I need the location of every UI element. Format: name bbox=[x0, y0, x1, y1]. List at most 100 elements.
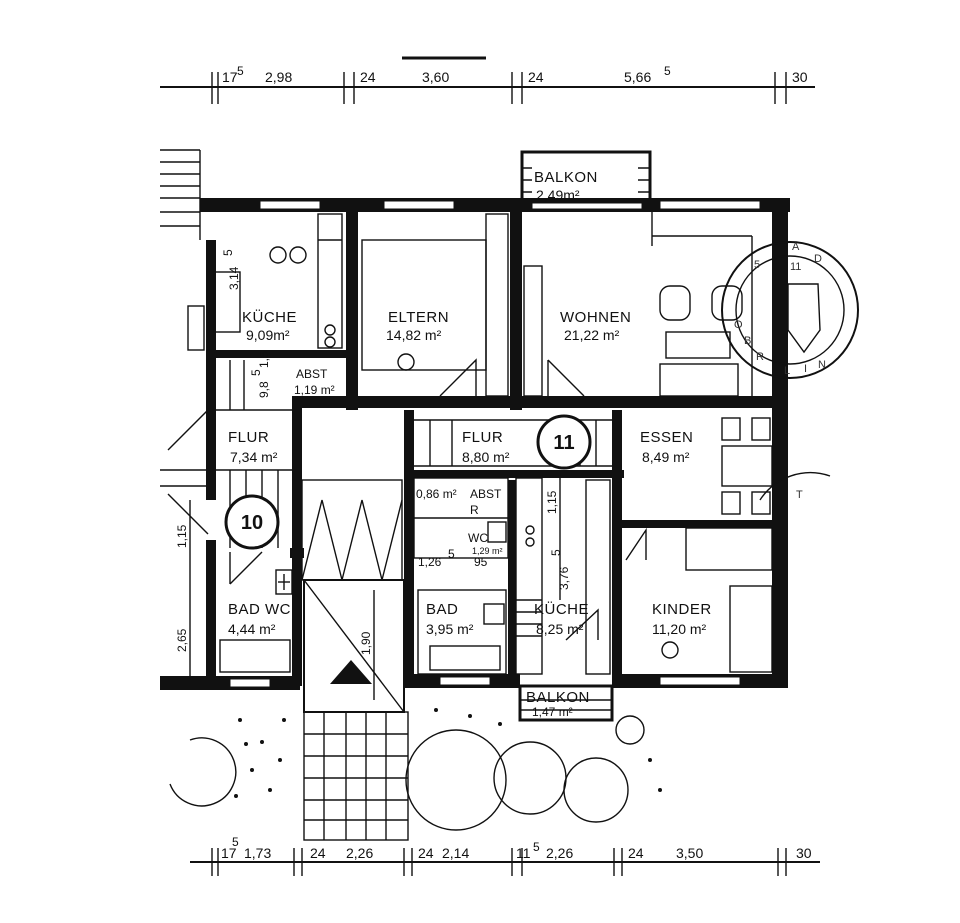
stamp-digit-5: 5 bbox=[754, 259, 760, 271]
unit-number-10: 10 bbox=[241, 512, 263, 534]
bottom-dim-24b: 24 bbox=[418, 845, 434, 861]
outside-steps-left bbox=[160, 149, 209, 535]
dim-15: 1,5 bbox=[257, 351, 271, 368]
balcony-bottom bbox=[518, 684, 614, 722]
kueche-left-area: 9,09m² bbox=[246, 327, 290, 343]
essen-area: 8,49 m² bbox=[642, 449, 690, 465]
kueche-mid-area: 8,25 m² bbox=[536, 621, 584, 637]
stair-dim-190: 1,90 bbox=[359, 631, 373, 655]
r-letter: R bbox=[470, 503, 479, 517]
stamp-letter-b: B bbox=[744, 335, 751, 347]
bottom-dim-17: 17 bbox=[221, 845, 237, 861]
bottom-dim-24a: 24 bbox=[310, 845, 326, 861]
balkon-top-name: BALKON bbox=[534, 169, 598, 186]
flur-mid-area: 8,80 m² bbox=[462, 449, 510, 465]
top-dim-298: 2,98 bbox=[265, 69, 292, 85]
dim-314-sup: 5 bbox=[221, 249, 235, 256]
wohnen-name: WOHNEN bbox=[560, 309, 631, 326]
dim-right-376-sup: 5 bbox=[549, 549, 563, 556]
dim-wc-126: 1,26 bbox=[418, 555, 442, 569]
unit-circle-10: 10 bbox=[224, 494, 280, 550]
abst-left-area: 1,19 m² bbox=[294, 383, 335, 397]
bottom-dim-350: 3,50 bbox=[676, 845, 703, 861]
wet-rooms-fixtures bbox=[413, 477, 611, 675]
bad-wc-fixtures bbox=[219, 551, 293, 673]
bad-wc-name: BAD WC bbox=[228, 601, 291, 618]
bottom-dim-173: 1,73 bbox=[244, 845, 271, 861]
wohnen-furniture bbox=[523, 212, 753, 397]
dim-98-sup: 5 bbox=[249, 369, 263, 376]
wc-mid-area: 1,29 m² bbox=[472, 546, 503, 556]
bad-area: 3,95 m² bbox=[426, 621, 474, 637]
bad-name: BAD bbox=[426, 601, 458, 618]
stamp-letter-i: I bbox=[804, 363, 807, 375]
abst-left-name: ABST bbox=[296, 367, 328, 381]
balkon-top-area: 2,49m² bbox=[536, 187, 580, 203]
flur-left-name: FLUR bbox=[228, 429, 269, 446]
inner-dimensions: 3,14 5 1,5 9,8 5 1,15 2,65 1,15 3,76 5 1… bbox=[175, 249, 571, 680]
dim-wc-126-sup: 5 bbox=[448, 547, 455, 561]
dim-left-265: 2,65 bbox=[175, 628, 189, 652]
windows bbox=[229, 200, 761, 688]
stamp-letter-t: T bbox=[796, 489, 803, 501]
top-dimension-line: 17 5 2,98 24 3,60 24 5,66 5 30 bbox=[160, 56, 815, 104]
stamp-letter-o: O bbox=[734, 319, 743, 331]
paving-grid bbox=[303, 711, 409, 841]
stamp-letter-n: N bbox=[818, 359, 826, 371]
dim-98: 9,8 bbox=[257, 381, 271, 398]
kueche-left-name: KÜCHE bbox=[242, 308, 297, 326]
official-stamp: A D 5 11 B O R L I N T bbox=[721, 241, 859, 501]
flur-left-area: 7,34 m² bbox=[230, 449, 278, 465]
eltern-name: ELTERN bbox=[388, 309, 449, 326]
unit-number-11: 11 bbox=[553, 432, 574, 454]
bottom-dim-226b: 2,26 bbox=[546, 845, 573, 861]
dim-right-376: 3,76 bbox=[557, 566, 571, 590]
unit-circle-11: 11 bbox=[536, 414, 592, 470]
top-dim-30: 30 bbox=[792, 69, 808, 85]
bottom-dimension-line: 5 17 1,73 24 2,26 24 2,14 11 5 2,26 24 3… bbox=[190, 835, 820, 876]
top-dim-24a: 24 bbox=[360, 69, 376, 85]
top-dim-5665: 5,66 bbox=[624, 69, 651, 85]
wc-mid-name: WC bbox=[468, 531, 488, 545]
wohnen-area: 21,22 m² bbox=[564, 327, 620, 343]
dim-wc-95: 95 bbox=[474, 555, 488, 569]
kinder-furniture bbox=[625, 527, 773, 673]
eltern-furniture bbox=[361, 213, 509, 397]
top-dim-17: 17 bbox=[222, 69, 238, 85]
top-dim-360: 3,60 bbox=[422, 69, 449, 85]
bottom-dim-30: 30 bbox=[796, 845, 812, 861]
balcony-top bbox=[520, 150, 652, 204]
dim-left-115: 1,15 bbox=[175, 524, 189, 548]
kitchen-left-fixtures bbox=[213, 213, 343, 349]
essen-name: ESSEN bbox=[640, 429, 693, 446]
room-labels: BALKON 2,49m² KÜCHE 9,09m² ELTERN 14,82 … bbox=[228, 169, 712, 719]
stairwell: 1,90 bbox=[301, 479, 405, 713]
dim-right-115: 1,15 bbox=[545, 490, 559, 514]
top-dim-17-sup: 5 bbox=[237, 64, 244, 78]
kueche-mid-name: KÜCHE bbox=[534, 600, 589, 618]
abst-mid-area: 0,86 m² bbox=[416, 487, 457, 501]
bottom-dim-226a: 2,26 bbox=[346, 845, 373, 861]
balkon-bottom-area: 1,47 m² bbox=[532, 705, 573, 719]
top-dim-5665-sup: 5 bbox=[664, 64, 671, 78]
balkon-bottom-name: BALKON bbox=[526, 689, 590, 706]
kinder-area: 11,20 m² bbox=[652, 621, 707, 637]
dim-314: 3,14 bbox=[227, 266, 241, 290]
bottom-dim-11-sup: 5 bbox=[533, 840, 540, 854]
stamp-digit-11: 11 bbox=[790, 261, 801, 273]
flur-mid-name: FLUR bbox=[462, 429, 503, 446]
stamp-letter-d: D bbox=[814, 253, 822, 265]
stamp-letter-r: R bbox=[756, 351, 764, 363]
bottom-dim-214: 2,14 bbox=[442, 845, 469, 861]
walls bbox=[160, 198, 790, 690]
top-dim-24b: 24 bbox=[528, 69, 544, 85]
bad-wc-area: 4,44 m² bbox=[228, 621, 276, 637]
abst-mid-name: ABST bbox=[470, 487, 502, 501]
essen-furniture bbox=[721, 417, 773, 515]
bottom-dim-17-sup: 5 bbox=[232, 835, 239, 849]
garden-circles bbox=[169, 708, 662, 831]
kinder-name: KINDER bbox=[652, 601, 712, 618]
bottom-dim-24c: 24 bbox=[628, 845, 644, 861]
stamp-letter-a: A bbox=[792, 241, 800, 253]
